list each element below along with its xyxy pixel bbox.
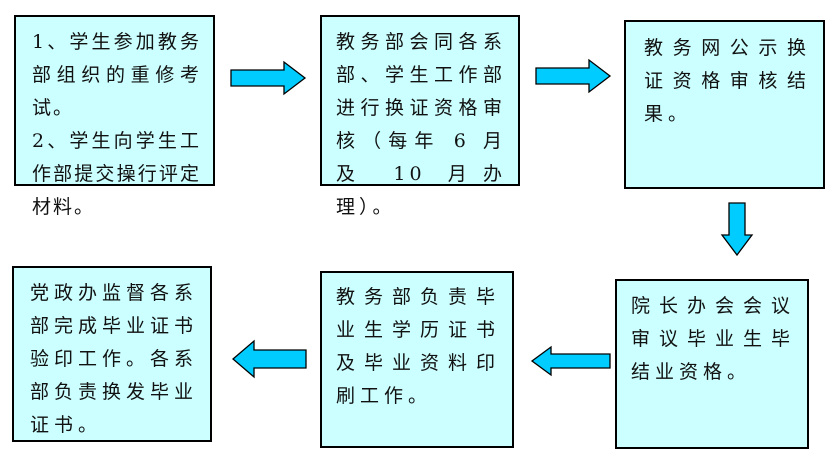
step5-text: 教务部负责毕业生学历证书及毕业资料印刷工作。: [336, 286, 500, 407]
arrow-right-icon: [535, 58, 612, 94]
step-box-retake-exam: 1、学生参加教务部组织的重修考试。 2、学生向学生工作部提交操行评定材料。: [14, 15, 215, 218]
arrow-left-2: [232, 339, 307, 379]
step-box-qualification-review: 教务部会同各系部、学生工作部进行换证资格审核（每年 6 月及 10 月办理）。: [320, 15, 520, 218]
step1-line2: 2、学生向学生工作部提交操行评定材料。: [32, 130, 201, 218]
step3-text: 教务网公示换证资格审核结果。: [644, 37, 811, 125]
step6-text: 党政办监督各系部完成毕业证书验印工作。各系部负责换发毕业证书。: [30, 282, 199, 436]
step1-line1: 1、学生参加教务部组织的重修考试。: [32, 31, 201, 119]
arrow-right-2: [535, 58, 612, 94]
arrow-right-1: [230, 60, 307, 96]
step2-text: 教务部会同各系部、学生工作部进行换证资格审核（每年 6 月及 10 月办理）。: [336, 31, 506, 218]
step-box-publish-results: 教务网公示换证资格审核结果。: [624, 20, 825, 189]
arrow-left-1: [530, 345, 611, 377]
arrow-down: [720, 202, 754, 257]
step-box-certificate-printing: 教务部负责毕业生学历证书及毕业资料印刷工作。: [320, 271, 514, 448]
step-box-certificate-stamping: 党政办监督各系部完成毕业证书验印工作。各系部负责换发毕业证书。: [12, 266, 212, 442]
arrow-down-icon: [720, 202, 754, 257]
step4-text: 院长办会会议审议毕业生毕结业资格。: [631, 295, 795, 383]
arrow-left-icon: [530, 345, 611, 377]
arrow-right-icon: [230, 60, 307, 96]
step-box-president-meeting: 院长办会会议审议毕业生毕结业资格。: [615, 279, 809, 449]
arrow-left-icon: [232, 339, 307, 379]
